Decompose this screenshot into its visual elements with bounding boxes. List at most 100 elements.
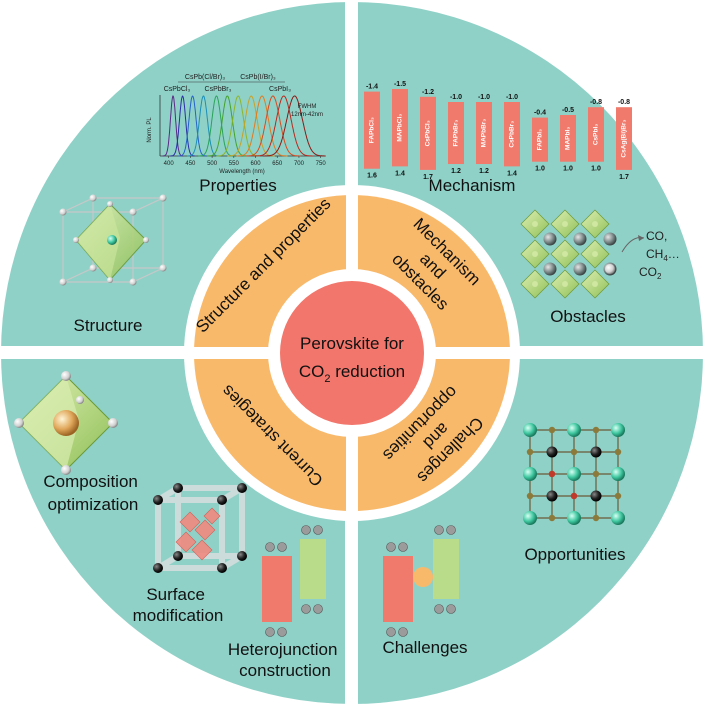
- product-co: CO,: [646, 229, 667, 243]
- opp-x-atom: [592, 426, 600, 434]
- obstacles-lattice: [520, 209, 617, 299]
- obstacle-a-atom: [573, 262, 587, 276]
- band-vb-label: 1.7: [423, 174, 433, 181]
- band-bar: [420, 96, 436, 170]
- obstacle-b-atom: [592, 251, 598, 257]
- band-vb-label: 1.4: [507, 170, 517, 177]
- opp-x-atom: [614, 492, 622, 500]
- opp-b-atom: [546, 446, 558, 458]
- opp-a-atom: [611, 511, 625, 525]
- label-obstacles: Obstacles: [550, 307, 626, 326]
- label-opportunities: Opportunities: [524, 545, 625, 564]
- corner-atoms: [59, 194, 167, 286]
- band-cb-label: -0.8: [618, 99, 630, 106]
- obstacle-b-atom: [592, 281, 598, 287]
- band-cb-label: -0.8: [590, 99, 602, 106]
- obstacle-b-atom: [532, 281, 538, 287]
- pl-curve: [236, 95, 288, 157]
- obstacle-b-atom: [562, 221, 568, 227]
- obstacle-a-atom: [603, 232, 617, 246]
- product-co2: CO2: [639, 265, 662, 281]
- band-vb-label: 1.7: [619, 174, 629, 181]
- label-structure: Structure: [74, 316, 143, 335]
- opp-defect-atom: [570, 492, 578, 500]
- pl-xlabel: Wavelength (nm): [219, 169, 264, 175]
- pl-curve: [227, 95, 275, 157]
- opp-x-atom: [592, 470, 600, 478]
- band-bar: [616, 107, 632, 170]
- pl-tick-label: 600: [251, 161, 262, 167]
- pl-curve: [178, 95, 207, 157]
- band-material-label: MAPbI₃: [565, 127, 572, 150]
- band-material-label: CsPbBr₃: [509, 121, 516, 148]
- obstacle-b-atom: [562, 251, 568, 257]
- band-bar: [476, 102, 492, 165]
- pl-fwhm-label: FWHM: [298, 104, 317, 110]
- band-bar: [392, 89, 408, 167]
- pl-ylabel: Norm. PL: [147, 117, 153, 143]
- center-line-2: CO2 reduction: [299, 362, 405, 385]
- pl-fwhm-range: 12nm-42nm: [291, 112, 323, 118]
- band-bar: [364, 91, 380, 169]
- opp-a-atom: [567, 423, 581, 437]
- pl-label-cspbcl3: CsPbCl₃: [164, 86, 191, 93]
- band-vb-label: 1.0: [535, 166, 545, 173]
- band-bar: [504, 102, 520, 167]
- b-site-atom: [107, 235, 117, 245]
- challenges-illustration: [383, 525, 459, 637]
- band-vb-label: 1.6: [367, 173, 377, 180]
- label-challenges: Challenges: [382, 638, 467, 657]
- band-cb-label: -1.0: [506, 94, 518, 101]
- pl-tick-label: 400: [164, 161, 175, 167]
- band-bar: [560, 115, 576, 162]
- band-cb-label: -1.2: [422, 89, 434, 96]
- center-circle: [280, 281, 424, 425]
- pl-curve: [162, 94, 184, 157]
- band-bar: [532, 117, 548, 162]
- composition-octahedron: [14, 371, 118, 475]
- opp-b-atom: [590, 490, 602, 502]
- obstacle-active-atom: [605, 264, 615, 274]
- pl-curve: [216, 95, 260, 157]
- band-vb-label: 1.0: [563, 166, 573, 173]
- pl-curve: [254, 95, 314, 157]
- surface-modification-cube: [153, 483, 247, 573]
- pl-curve: [207, 95, 248, 157]
- opp-x-atom: [526, 448, 534, 456]
- obstacle-a-atom: [543, 262, 557, 276]
- band-cb-label: -0.4: [534, 110, 546, 117]
- band-material-label: MAPbCl₃: [397, 114, 404, 142]
- opp-a-atom: [523, 511, 537, 525]
- pl-top-label-ibr: CsPb(I/Br)₃: [240, 74, 276, 81]
- band-vb-label: 1.4: [395, 170, 405, 177]
- pl-curve: [170, 95, 195, 157]
- band-cb-label: -1.5: [394, 81, 406, 88]
- pl-tick-label: 700: [294, 161, 305, 167]
- pl-curve: [198, 95, 235, 157]
- band-material-label: CsPbCl₃: [425, 120, 432, 146]
- obstacle-b-atom: [562, 281, 568, 287]
- opp-x-atom: [548, 426, 556, 434]
- pl-curves: [162, 94, 326, 157]
- pl-curve: [263, 95, 326, 157]
- ch-charges: [386, 525, 456, 637]
- label-composition: Composition optimization: [43, 472, 142, 514]
- structure-illustration: [59, 194, 167, 286]
- opp-x-atom: [570, 448, 578, 456]
- hj-red-block: [262, 556, 292, 622]
- band-cb-label: -1.4: [366, 84, 378, 91]
- band-material-label: FAPbI₃: [537, 129, 544, 150]
- band-cb-label: -1.0: [450, 94, 462, 101]
- pl-label-cspbi3: CsPbI₃: [269, 86, 291, 93]
- opportunities-lattice: [523, 423, 625, 525]
- pl-label-cspbbr3: CsPbBr₃: [205, 86, 232, 93]
- obstacle-b-atom: [532, 221, 538, 227]
- product-ch4: CH4…: [646, 247, 680, 263]
- band-bar: [448, 102, 464, 165]
- obstacle-b-atom: [532, 251, 538, 257]
- heterojunction-illustration: [262, 525, 326, 637]
- label-heterojunction: Heterojunction construction: [228, 640, 342, 680]
- obstacle-products: CO, CH4… CO2: [621, 229, 680, 281]
